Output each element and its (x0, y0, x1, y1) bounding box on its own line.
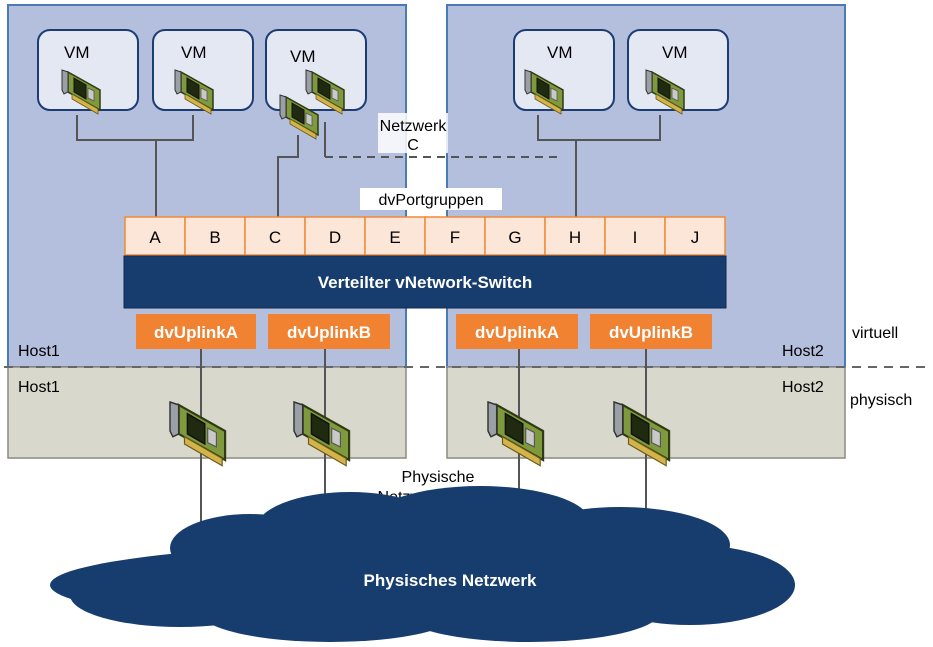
port-group-label: F (450, 228, 460, 247)
physical-network-cloud: Physisches Netzwerk (50, 486, 795, 642)
port-group-label: G (508, 228, 521, 247)
dvportgroups-label: dvPortgruppen (360, 188, 502, 210)
port-group-f: F (424, 216, 486, 256)
port-group-label: I (633, 228, 638, 247)
port-group-label: H (569, 228, 581, 247)
svg-text:dvUplinkB: dvUplinkB (609, 323, 693, 342)
uplink-host1-a: dvUplinkA (136, 314, 256, 349)
port-group-row: A B C D E F G H I J (124, 216, 726, 256)
port-group-b: B (184, 216, 246, 256)
port-group-label: C (269, 228, 281, 247)
virtual-layer-label: virtuell (852, 325, 898, 342)
svg-text:C: C (407, 137, 419, 154)
physical-layer-label: physisch (850, 392, 912, 409)
svg-text:Netzwerk: Netzwerk (380, 118, 448, 135)
port-group-label: A (149, 228, 161, 247)
port-group-d: D (304, 216, 366, 256)
vm-label: VM (64, 43, 90, 62)
port-group-label: D (329, 228, 341, 247)
port-group-label: J (691, 228, 700, 247)
host2-virtual-label: Host2 (782, 343, 824, 360)
uplink-host2-a: dvUplinkA (456, 314, 578, 349)
port-group-i: I (604, 216, 666, 256)
port-group-label: B (209, 228, 220, 247)
vm-host2-1: VM (513, 29, 615, 111)
svg-text:Physische: Physische (402, 469, 475, 486)
port-group-label: E (389, 228, 400, 247)
host2-physical-label: Host2 (782, 379, 824, 396)
svg-text:dvUplinkA: dvUplinkA (475, 323, 559, 342)
host1-virtual-label: Host1 (18, 343, 60, 360)
uplink-host2-b: dvUplinkB (590, 314, 712, 349)
svg-text:dvUplinkB: dvUplinkB (287, 323, 371, 342)
physical-network-label: Physisches Netzwerk (364, 571, 537, 590)
vm-label: VM (547, 43, 573, 62)
vm-label: VM (181, 43, 207, 62)
switch-label: Verteilter vNetwork-Switch (318, 273, 532, 292)
vm-wires (76, 115, 661, 217)
svg-text:dvPortgruppen: dvPortgruppen (379, 192, 484, 209)
svg-text:dvUplinkA: dvUplinkA (154, 323, 238, 342)
host1-physical-label: Host1 (18, 379, 60, 396)
uplink-host1-b: dvUplinkB (268, 314, 390, 349)
vm-label: VM (662, 43, 688, 62)
port-group-j: J (664, 216, 726, 256)
port-group-h: H (544, 216, 606, 256)
port-group-c: C (244, 216, 306, 256)
port-group-e: E (364, 216, 426, 256)
network-c-label: Netzwerk C (378, 113, 448, 154)
vm-label: VM (290, 47, 316, 66)
port-group-g: G (484, 216, 546, 256)
port-group-a: A (124, 216, 186, 256)
distributed-switch: Verteilter vNetwork-Switch (123, 255, 727, 309)
